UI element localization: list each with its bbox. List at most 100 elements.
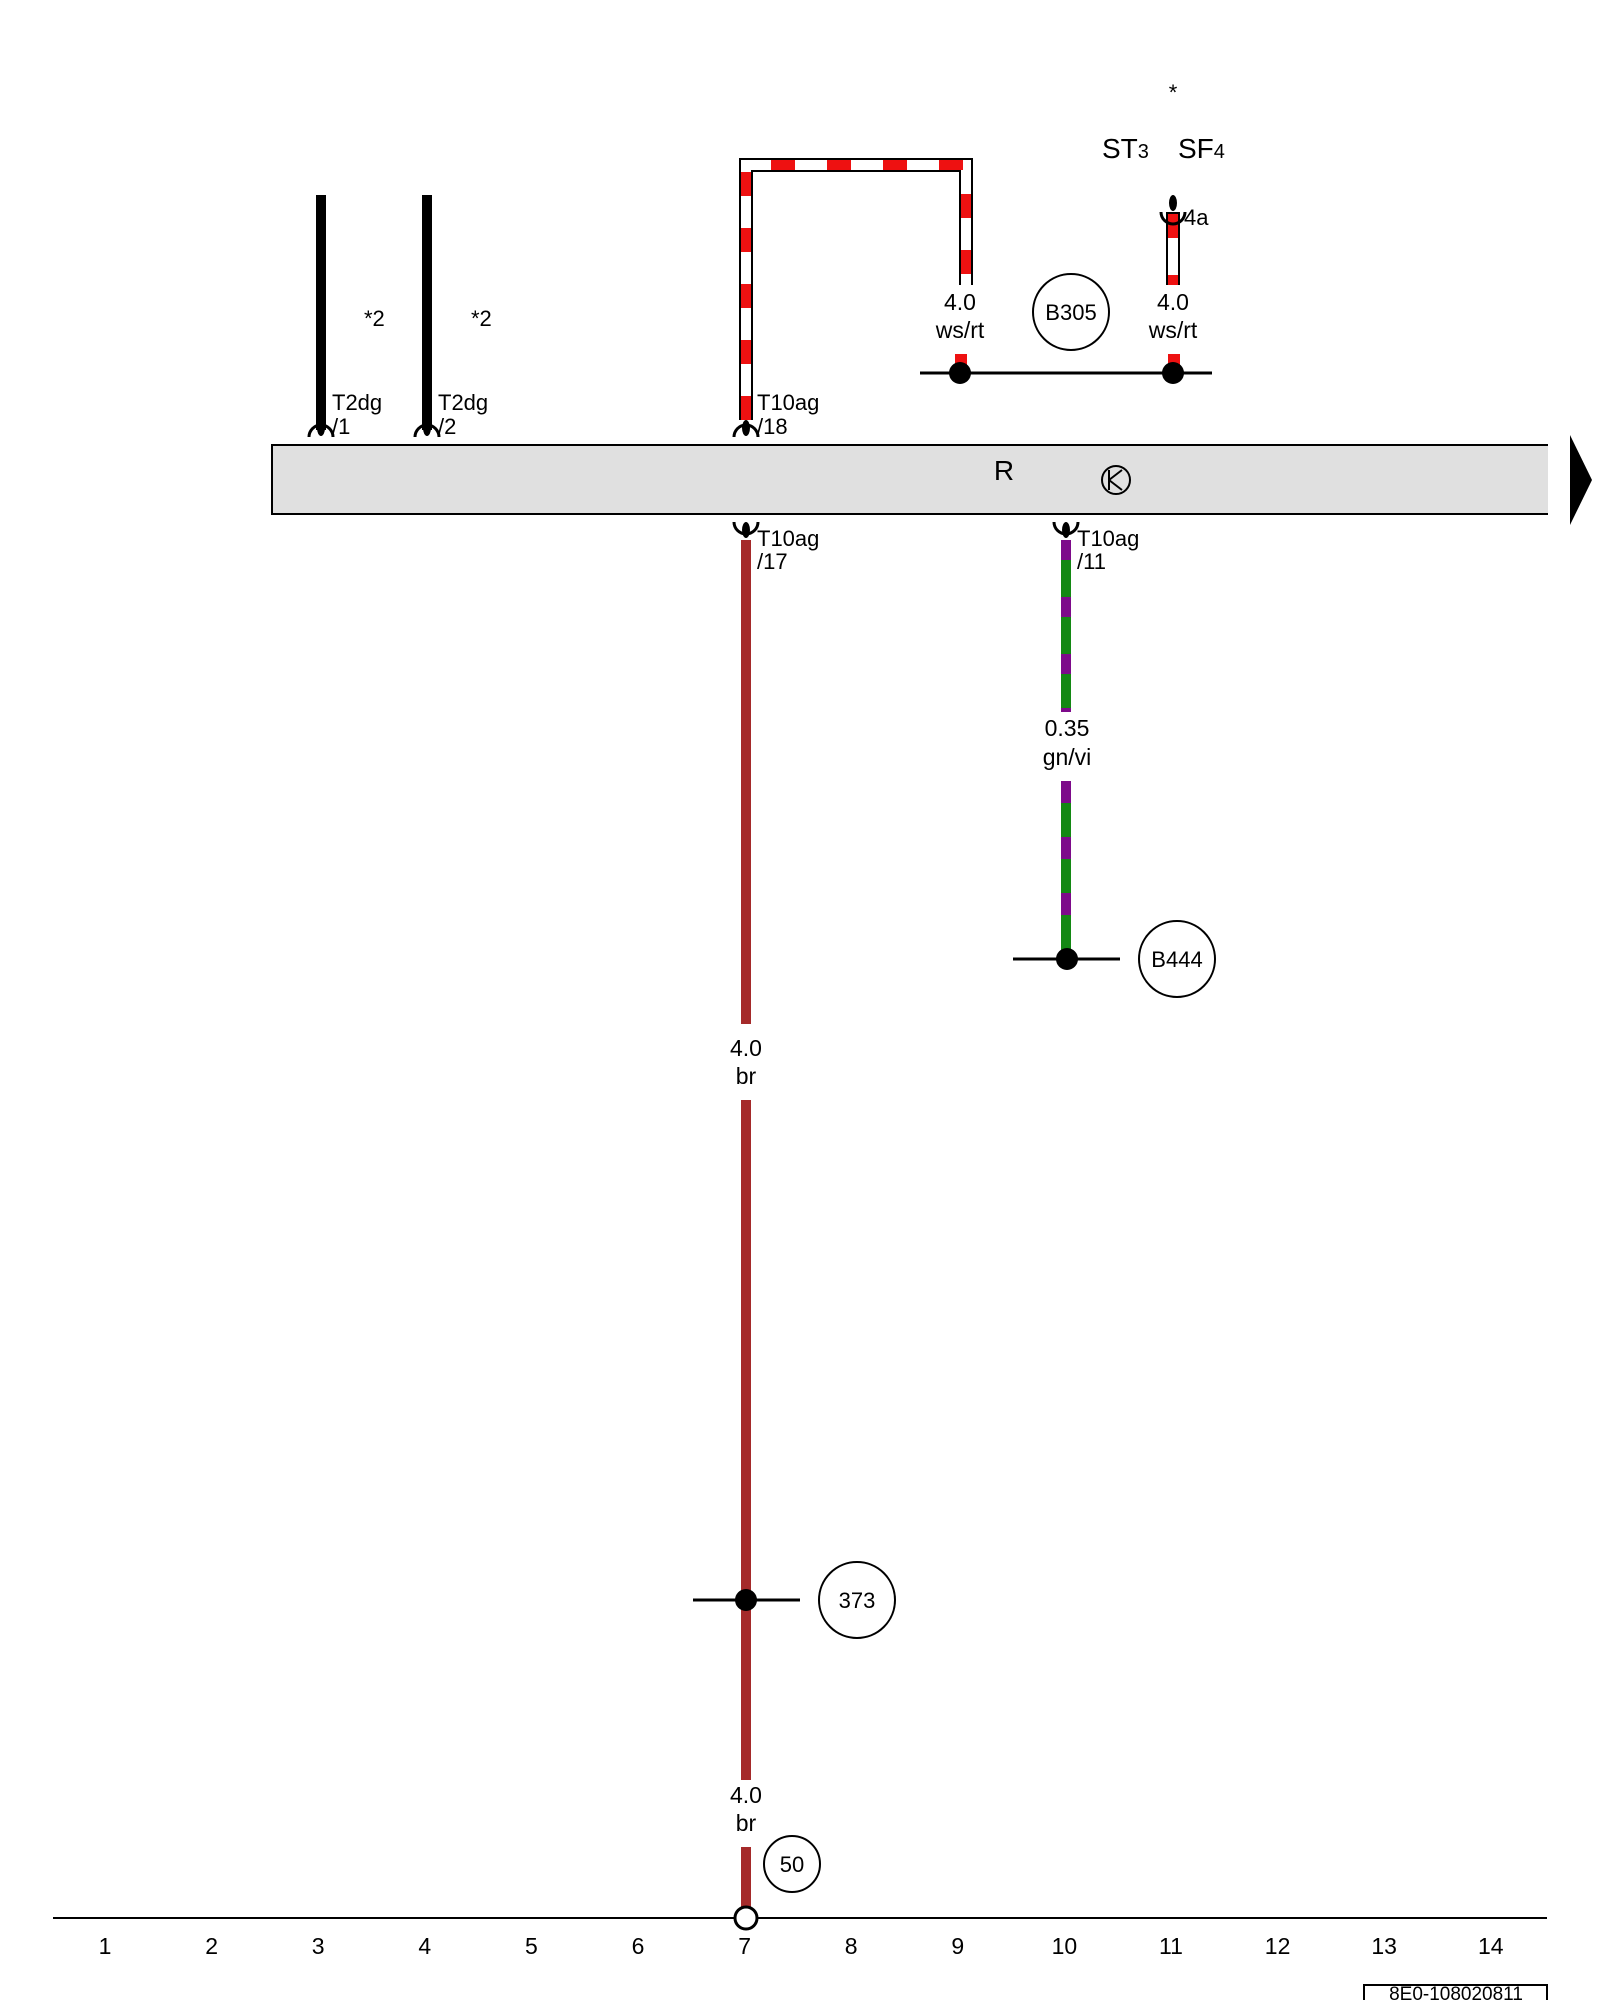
wire-label-color-br-lower: br — [736, 1810, 757, 1836]
pin-dot-t2dg-1 — [317, 420, 325, 436]
column-number: 9 — [951, 1933, 964, 1959]
column-number: 8 — [845, 1933, 858, 1959]
connector-pin-t10ag-11 — [1052, 521, 1080, 538]
wire-black-t2dg-1 — [316, 195, 326, 430]
connector-name-t2dg-1: T2dg — [332, 390, 382, 415]
wire-gn-vi-segment-upper — [1061, 540, 1071, 712]
wire-br-segment-lower — [741, 1847, 751, 1917]
transistor-circle — [1101, 465, 1131, 495]
wire-ws-rt-loop — [739, 158, 973, 420]
fuse-label-st-sub: 3 — [1138, 141, 1149, 163]
wire-label-color-ws-rt-left: ws/rt — [935, 317, 985, 343]
fuse-label-sf-main: SF — [1178, 133, 1214, 164]
star-note-2: *2 — [471, 306, 492, 331]
wire-label-color-ws-rt-right: ws/rt — [1148, 317, 1198, 343]
wire-gn-vi-violet-3 — [1061, 654, 1071, 674]
connection-circle-b444 — [1138, 920, 1216, 998]
pin-dot-t10ag-18 — [742, 420, 750, 436]
column-number: 12 — [1265, 1933, 1291, 1959]
connection-dot-b305-right — [1162, 362, 1184, 384]
wire-label-size-gn-vi: 0.35 — [1045, 715, 1090, 741]
diagram-code-label: 8E0-108020811 — [1389, 1984, 1523, 2000]
connector-name-t2dg-2: T2dg — [438, 390, 488, 415]
pin-dot-t2dg-2 — [423, 420, 431, 436]
fuse-pin-symbol — [1159, 211, 1187, 226]
transistor-icon — [1101, 465, 1131, 495]
wire-gn-vi-segment-lower — [1061, 781, 1071, 959]
connector-pin-label-t10ag-17: /17 — [757, 549, 788, 574]
wire-label-size-br-upper: 4.0 — [730, 1035, 762, 1061]
component-r-box — [271, 444, 1548, 515]
wire-br-segment-middle — [741, 1100, 751, 1780]
fuse-label-st: ST3 — [1102, 133, 1149, 164]
column-number: 13 — [1371, 1933, 1397, 1959]
wire-label-size-ws-rt-left: 4.0 — [944, 289, 976, 315]
connector-pin-t2dg-1 — [307, 420, 335, 438]
connector-pin-t2dg-2 — [413, 420, 441, 438]
connection-circle-50 — [763, 1835, 821, 1893]
wire-gn-vi-violet-4 — [1061, 708, 1071, 712]
connector-pin-label-t2dg-2: /2 — [438, 414, 456, 439]
wire-gn-vi-violet-5 — [1061, 781, 1071, 803]
wire-label-size-br-lower: 4.0 — [730, 1782, 762, 1808]
ground-point — [733, 1905, 759, 1931]
footnote-star: * — [1169, 80, 1178, 105]
connector-pin-label-t10ag-18: /18 — [757, 414, 788, 439]
transistor-collector — [1108, 469, 1123, 481]
column-number: 4 — [418, 1933, 431, 1959]
wire-label-color-br-upper: br — [736, 1063, 757, 1089]
star-note-1: *2 — [364, 306, 385, 331]
continue-arrow-icon — [1570, 435, 1592, 525]
wire-black-t2dg-2 — [422, 195, 432, 430]
fuse-pin-dot — [1169, 195, 1177, 211]
fuse-label-sf-sub: 4 — [1214, 141, 1225, 163]
pin-dot-t10ag-11 — [1062, 522, 1070, 538]
connection-circle-b305 — [1032, 273, 1110, 351]
wire-label-size-ws-rt-right: 4.0 — [1157, 289, 1189, 315]
column-number: 5 — [525, 1933, 538, 1959]
wire-label-color-gn-vi: gn/vi — [1043, 744, 1092, 770]
connector-pin-t10ag-18 — [732, 420, 760, 438]
wire-gn-vi-violet-1 — [1061, 540, 1071, 560]
wire-ws-rt-fuse-red-2 — [1168, 275, 1178, 285]
wire-ws-rt-fuse-white — [1168, 214, 1178, 285]
fuse-label-st-main: ST — [1102, 133, 1138, 164]
column-number: 7 — [738, 1933, 751, 1959]
connection-circle-373 — [818, 1561, 896, 1639]
connection-label-b305: B305 — [1045, 300, 1096, 325]
connection-dot-b444 — [1056, 948, 1078, 970]
column-number: 11 — [1159, 1933, 1183, 1959]
column-number: 2 — [205, 1933, 218, 1959]
diagram-code-frame — [1363, 1984, 1548, 2000]
wire-gn-vi-violet-6 — [1061, 837, 1071, 859]
connector-name-t10ag-18: T10ag — [757, 390, 819, 415]
transistor-emitter — [1108, 479, 1123, 491]
connector-name-t10ag-11: T10ag — [1077, 526, 1139, 551]
wire-ws-rt-loop-white — [741, 160, 971, 420]
wire-br-segment-upper — [741, 540, 751, 1024]
pin-dot-t10ag-17 — [742, 522, 750, 538]
connection-label-50: 50 — [780, 1852, 804, 1877]
connection-dot-373 — [735, 1589, 757, 1611]
connector-pin-label-t2dg-1: /1 — [332, 414, 350, 439]
wire-gn-vi-violet-2 — [1061, 597, 1071, 617]
wire-ws-rt-fuse-red-1 — [1168, 214, 1178, 238]
wire-gn-vi-violet-7 — [1061, 893, 1071, 915]
fuse-label-sf: SF4 — [1178, 133, 1225, 164]
connection-dot-b305-left — [949, 362, 971, 384]
connection-label-b444: B444 — [1151, 947, 1202, 972]
column-number: 1 — [99, 1933, 112, 1959]
connection-label-373: 373 — [839, 1588, 876, 1613]
connector-pin-t10ag-17 — [732, 521, 760, 538]
column-number: 14 — [1478, 1933, 1504, 1959]
connector-pin-label-t10ag-11: /11 — [1077, 549, 1106, 574]
component-r-label: R — [994, 455, 1014, 486]
wire-ws-rt-loop-red — [741, 160, 971, 420]
column-number: 6 — [632, 1933, 645, 1959]
fuse-pin-label: 4a — [1184, 205, 1209, 230]
column-number: 3 — [312, 1933, 325, 1959]
connector-name-t10ag-17: T10ag — [757, 526, 819, 551]
column-number: 10 — [1052, 1933, 1078, 1959]
